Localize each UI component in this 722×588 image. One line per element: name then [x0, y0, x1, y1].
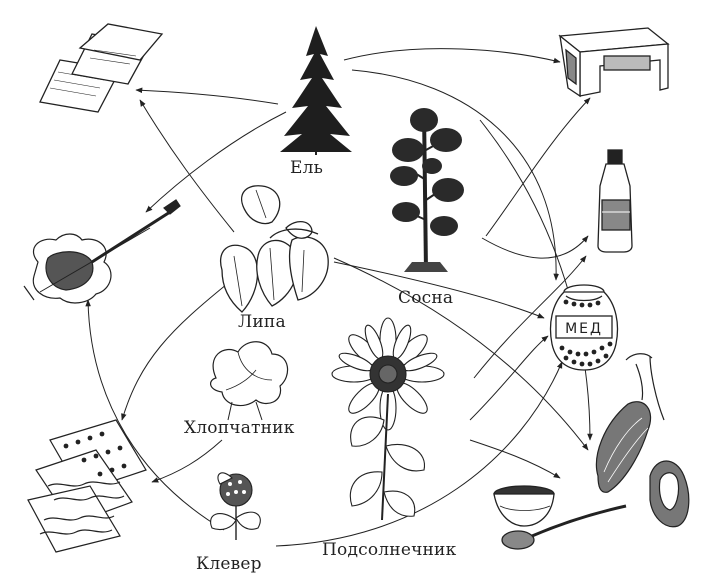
- paper-icon: [39, 23, 164, 113]
- arrow-sunflower-to-bowl: [469, 439, 561, 479]
- arrow-linden-to-bastshoes: [333, 257, 589, 451]
- arrow-spruce-to-desk: [343, 48, 561, 64]
- cotton-icon: [210, 341, 289, 421]
- sunflower-icon: [331, 317, 445, 521]
- arrow-sunflower-to-oil: [473, 255, 587, 379]
- arrow-pine-to-desk: [485, 97, 591, 237]
- arrow-clover-to-honey: [275, 361, 563, 547]
- arrow-linden-to-paper: [139, 99, 235, 233]
- arrow-clover-to-violin: [85, 299, 225, 531]
- pine-icon: [390, 108, 464, 273]
- label-sunflower: Подсолнечник: [322, 540, 457, 560]
- violin-icon: [23, 199, 181, 304]
- arrow-pine-to-oil: [481, 235, 589, 259]
- label-pine: Сосна: [398, 288, 454, 308]
- arrow-spruce-to-violin: [145, 111, 287, 213]
- arrow-linden-to-honey: [333, 261, 545, 319]
- arrow-linden-to-fabric: [121, 279, 233, 421]
- honey-jar-label: МЕД: [565, 321, 603, 337]
- fabric-icon: [27, 419, 147, 553]
- arrows: [85, 48, 593, 547]
- arrow-spruce-to-honey: [351, 69, 559, 281]
- arrow-cotton-to-fabric: [151, 439, 223, 483]
- label-clover: Клевер: [196, 554, 262, 574]
- label-linden: Липа: [238, 312, 286, 332]
- arrow-pine-to-bastshoes: [479, 119, 593, 441]
- bast-shoes-icon: [595, 353, 690, 528]
- label-spruce: Ель: [290, 158, 324, 178]
- bowl-spoon-icon: [493, 485, 627, 550]
- clover-icon: [210, 472, 261, 540]
- arrow-sunflower-to-honey: [469, 335, 549, 421]
- desk-icon: [558, 27, 670, 98]
- label-cotton: Хлопчатник: [184, 418, 295, 438]
- linden-icon: [220, 185, 329, 313]
- arrow-spruce-to-paper: [135, 87, 279, 105]
- oil-bottle-icon: [597, 149, 633, 253]
- spruce-icon: [280, 26, 352, 155]
- honey-jar-icon: [549, 284, 619, 371]
